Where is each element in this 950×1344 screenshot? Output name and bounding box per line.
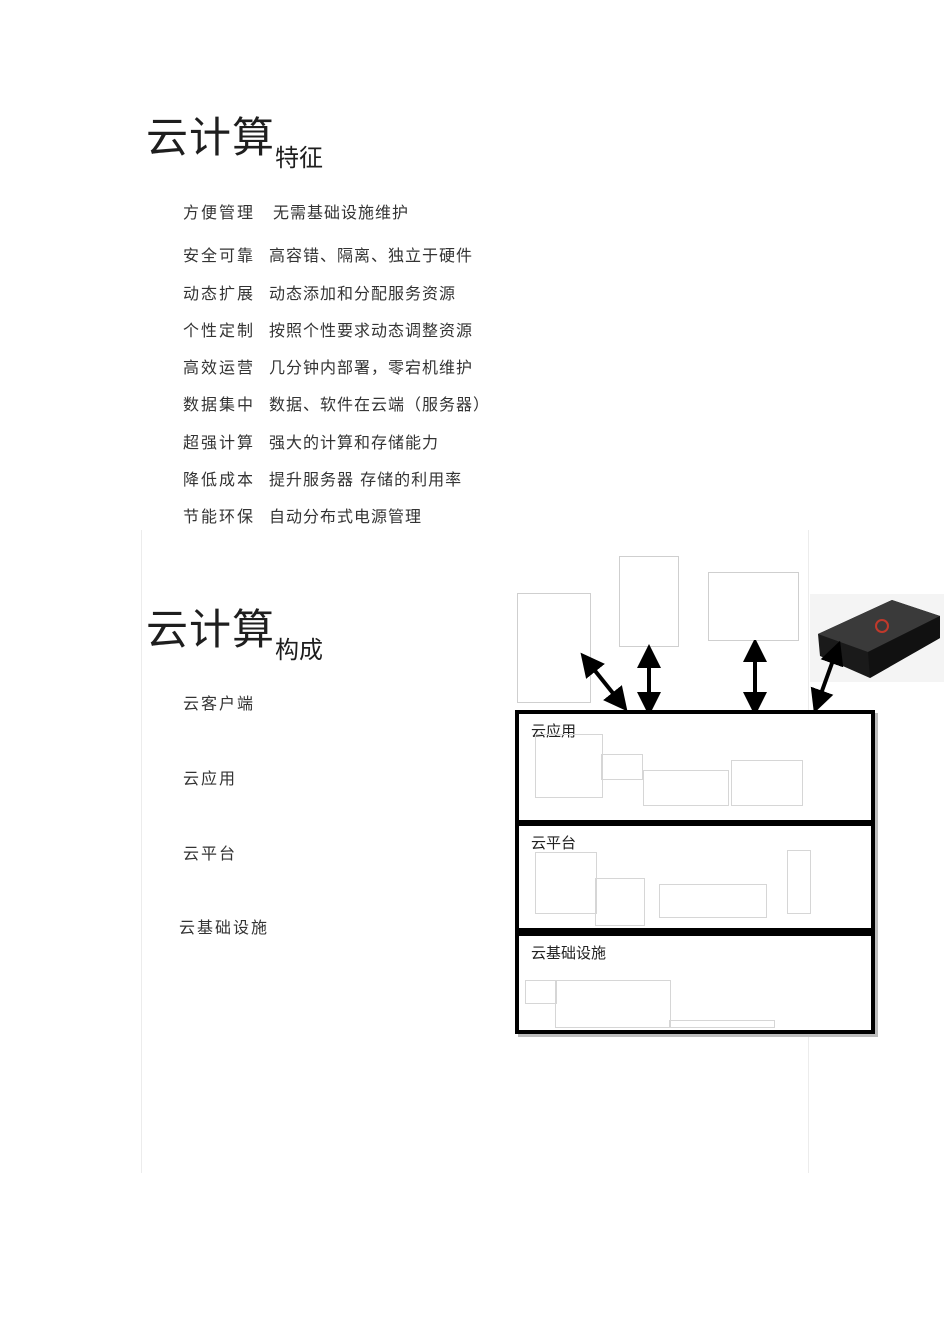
feature-desc: 动态添加和分配服务资源	[269, 284, 457, 303]
feature-name: 降低成本	[183, 470, 256, 489]
feature-desc: 无需基础设施维护	[273, 203, 410, 222]
feature-desc: 几分钟内部署，零宕机维护	[269, 358, 474, 377]
component-label-application: 云应用	[183, 769, 238, 788]
page-frame-left-line	[141, 530, 142, 1173]
component-label-infrastructure: 云基础设施	[179, 918, 270, 937]
client-box	[619, 556, 679, 647]
title-sub: 构成	[275, 636, 324, 664]
feature-row: 个性定制按照个性要求动态调整资源	[183, 317, 473, 341]
layer-fragment	[787, 850, 811, 914]
section-title-composition: 云计算构成	[146, 596, 323, 664]
title-main: 云计算	[146, 113, 276, 162]
feature-name: 高效运营	[183, 358, 256, 377]
feature-name: 安全可靠	[183, 246, 256, 265]
feature-desc: 提升服务器 存储的利用率	[269, 470, 463, 489]
layer-label: 云基础设施	[531, 944, 607, 962]
layer-fragment	[659, 884, 767, 918]
layer-fragment	[669, 1020, 775, 1028]
client-box	[517, 593, 591, 703]
layer-infrastructure: 云基础设施	[515, 932, 875, 1034]
title-main: 云计算	[146, 605, 276, 654]
layer-fragment	[731, 760, 803, 806]
feature-row: 方便管理无需基础设施维护	[183, 199, 409, 223]
client-box	[708, 572, 799, 641]
feature-name: 节能环保	[183, 507, 256, 526]
layer-platform: 云平台	[515, 822, 875, 932]
layer-fragment	[555, 980, 671, 1028]
feature-row: 动态扩展动态添加和分配服务资源	[183, 280, 456, 304]
component-label-client: 云客户端	[183, 694, 256, 713]
feature-desc: 强大的计算和存储能力	[269, 433, 440, 452]
feature-name: 数据集中	[183, 395, 256, 414]
feature-desc: 按照个性要求动态调整资源	[269, 321, 474, 340]
feature-name: 个性定制	[183, 321, 256, 340]
feature-row: 超强计算强大的计算和存储能力	[183, 429, 439, 453]
feature-desc: 自动分布式电源管理	[269, 507, 423, 526]
feature-name: 超强计算	[183, 433, 256, 452]
title-sub: 特征	[275, 144, 324, 172]
layer-application: 云应用	[515, 710, 875, 824]
feature-row: 降低成本提升服务器 存储的利用率	[183, 466, 462, 490]
component-label-platform: 云平台	[183, 844, 238, 863]
layer-fragment	[535, 734, 603, 798]
layer-label: 云平台	[531, 834, 577, 852]
feature-row: 高效运营几分钟内部署，零宕机维护	[183, 354, 473, 378]
layer-label: 云应用	[531, 722, 577, 740]
feature-desc: 数据、软件在云端（服务器）	[269, 395, 491, 414]
layer-fragment	[643, 770, 729, 806]
layer-fragment	[535, 852, 597, 914]
connection-arrows	[580, 640, 844, 716]
feature-name: 动态扩展	[183, 284, 256, 303]
feature-row: 节能环保自动分布式电源管理	[183, 503, 422, 527]
layer-fragment	[595, 878, 645, 926]
feature-row: 数据集中数据、软件在云端（服务器）	[183, 391, 490, 415]
layer-fragment	[525, 980, 557, 1004]
section-title-features: 云计算特征	[146, 104, 323, 172]
layer-fragment	[601, 754, 643, 780]
feature-desc: 高容错、隔离、独立于硬件	[269, 246, 474, 265]
feature-row: 安全可靠高容错、隔离、独立于硬件	[183, 242, 473, 266]
feature-name: 方便管理	[183, 203, 256, 222]
